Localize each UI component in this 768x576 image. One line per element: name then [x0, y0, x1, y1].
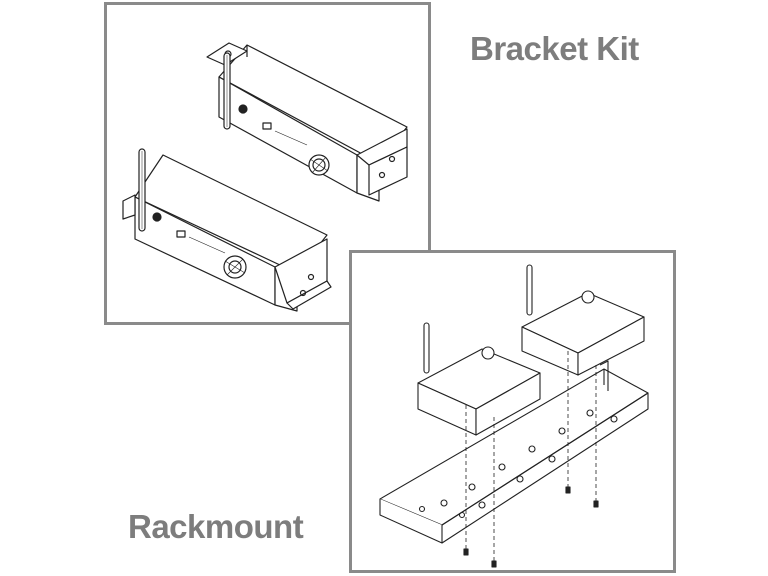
antenna-icon — [423, 322, 430, 374]
antenna-icon — [526, 264, 533, 316]
volume-knob-icon — [581, 290, 595, 304]
volume-knob-icon — [481, 346, 495, 360]
bracket-kit-illustration — [122, 42, 408, 312]
receiver-unit-icon — [206, 42, 408, 202]
rackmount-caption: Rackmount — [128, 508, 304, 545]
bracket-kit-panel — [104, 2, 431, 325]
rackmount-illustration — [379, 264, 649, 568]
volume-knob-icon — [223, 255, 247, 279]
volume-knob-icon — [308, 154, 330, 176]
receiver-unit-icon — [521, 264, 645, 376]
rackmount-panel — [349, 250, 676, 573]
antenna-icon — [138, 148, 146, 232]
receiver-unit-icon — [417, 322, 541, 436]
bracket-kit-caption: Bracket Kit — [470, 30, 639, 67]
antenna-icon — [223, 52, 231, 130]
rack-plate-icon — [379, 360, 649, 544]
receiver-unit-icon — [122, 148, 332, 312]
screw-icon — [463, 486, 599, 568]
